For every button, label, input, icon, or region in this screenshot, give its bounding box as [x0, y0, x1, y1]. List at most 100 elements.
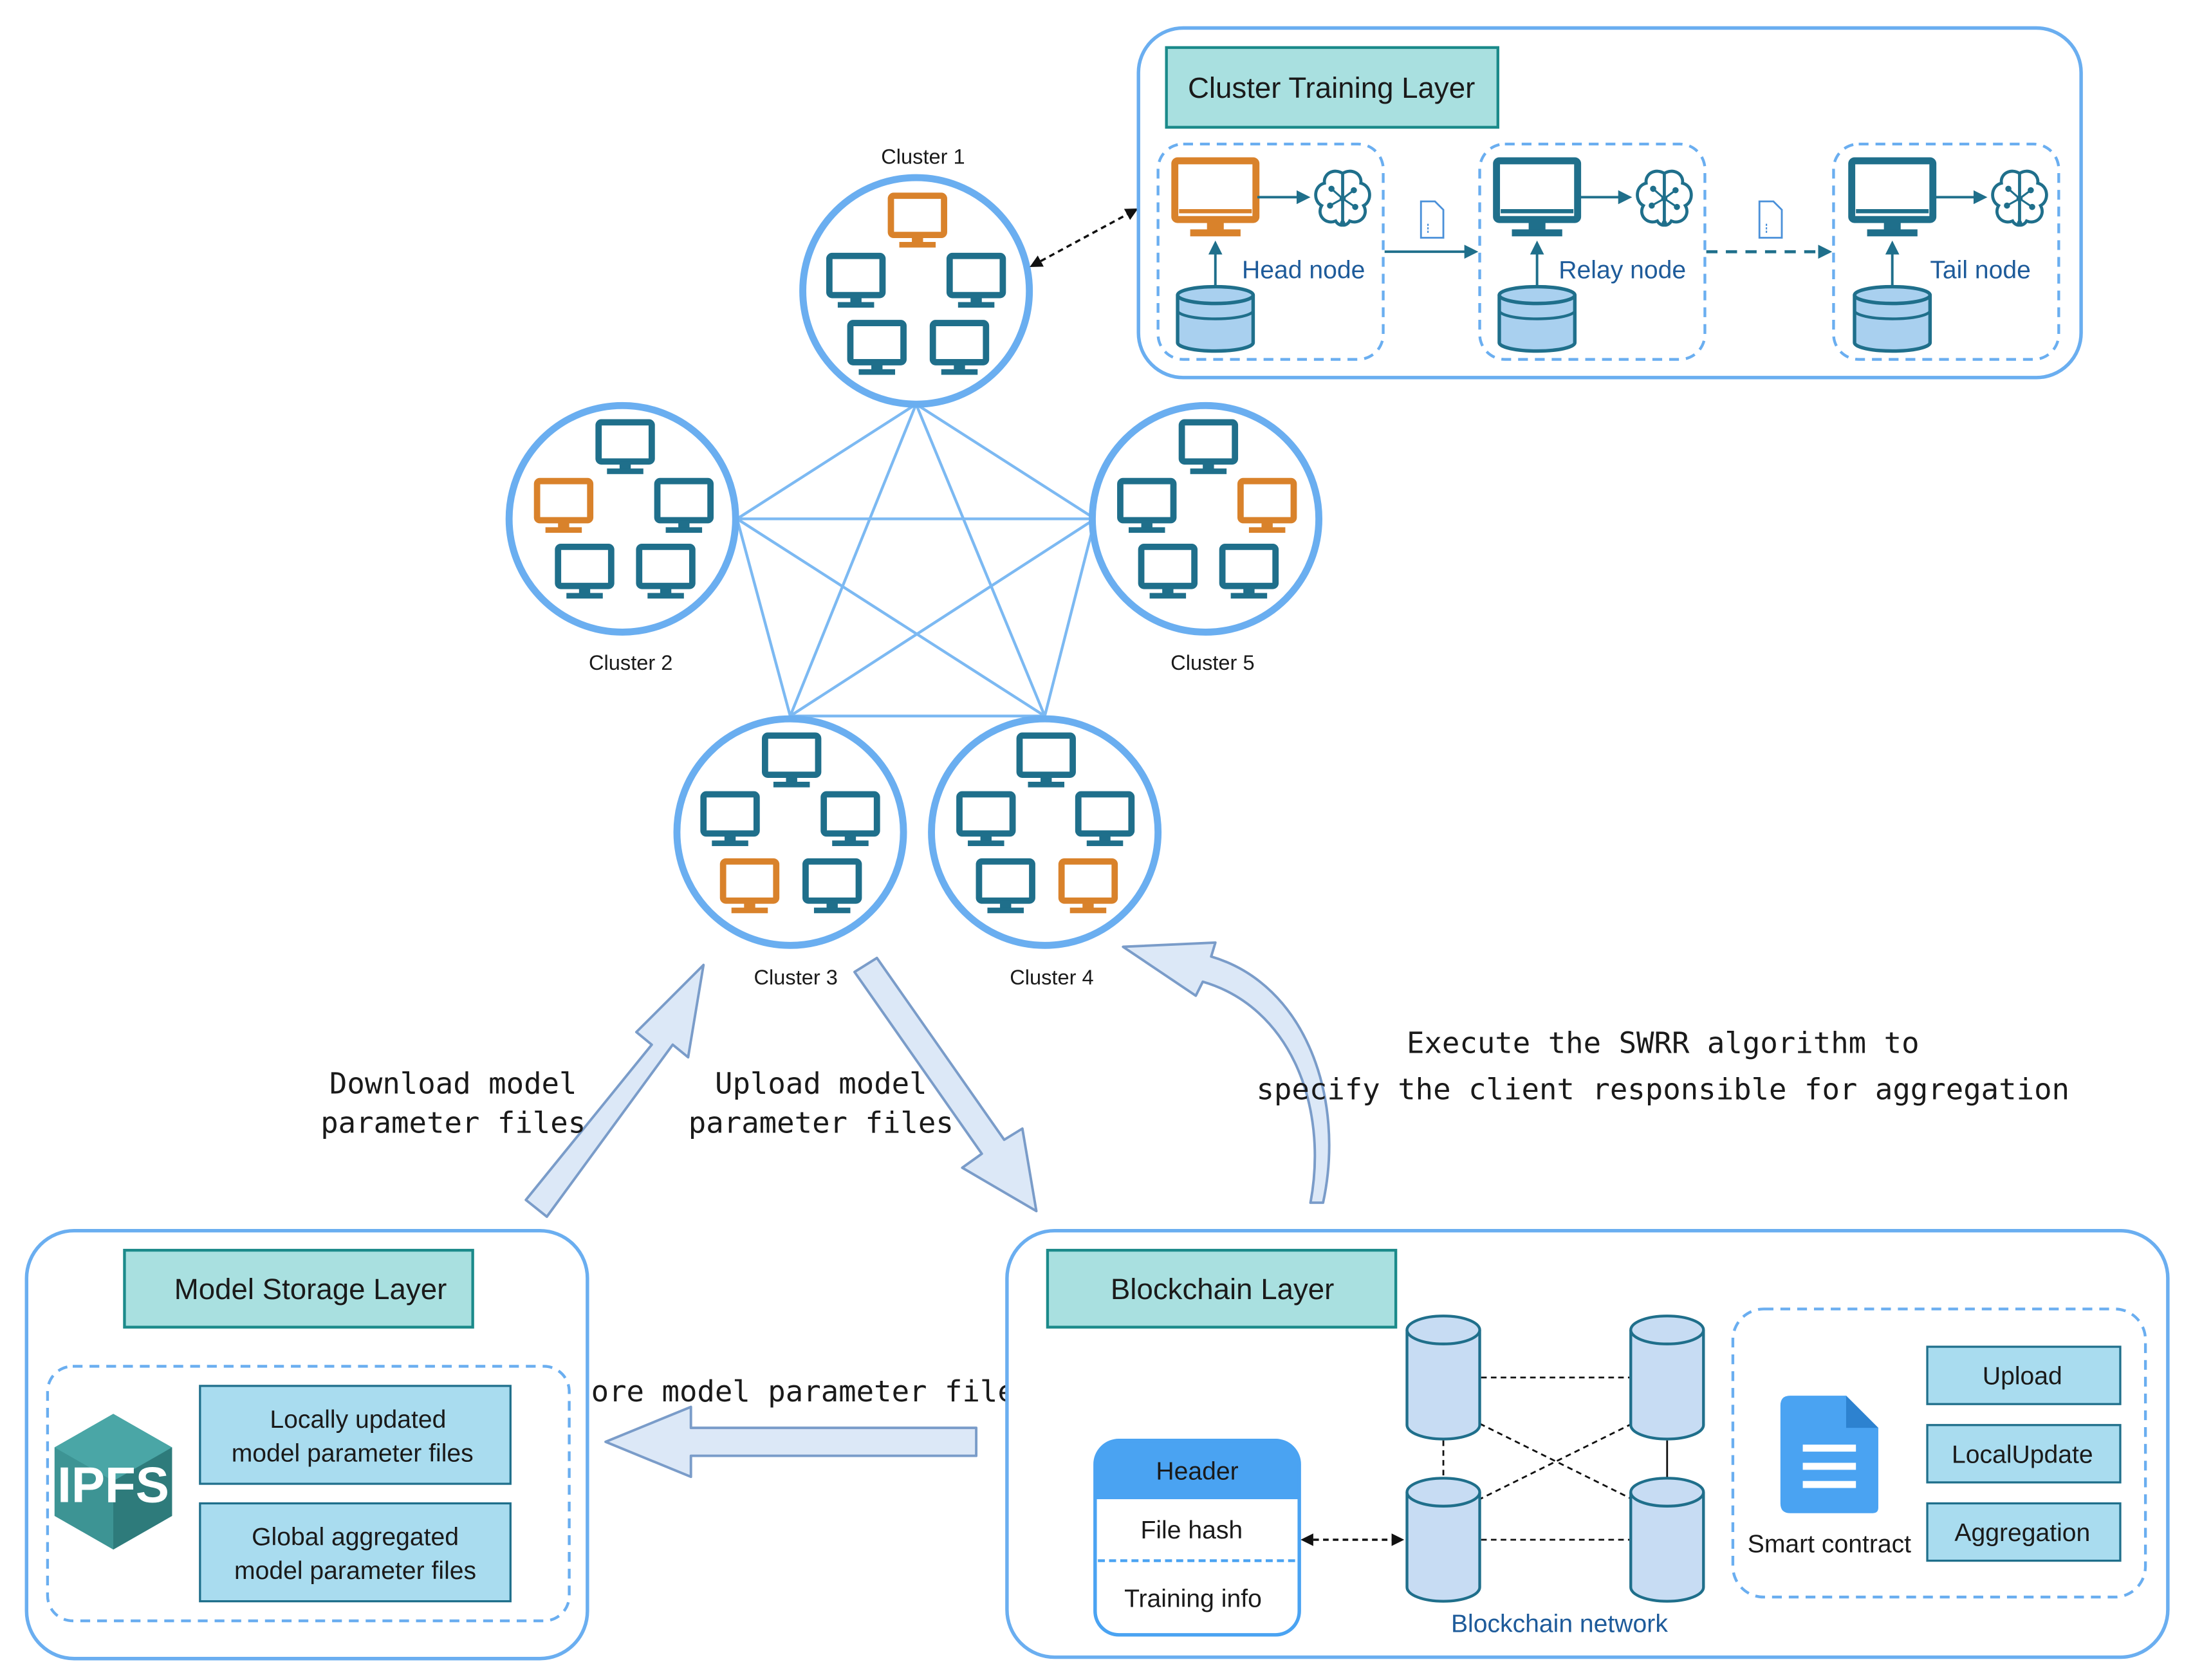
head-node-monitor-icon	[1171, 157, 1260, 237]
global-params-box	[199, 1502, 512, 1603]
contract-function-upload: Upload	[1926, 1345, 2122, 1405]
client-monitor-icon	[555, 543, 615, 599]
client-monitor-icon	[929, 320, 990, 375]
swrr-label-line1: Execute the SWRR algorithm to	[1407, 1026, 1920, 1060]
head-client-monitor-icon	[1058, 858, 1118, 914]
cluster-1-label: Cluster 1	[881, 144, 965, 168]
head-client-monitor-icon	[1237, 477, 1297, 533]
client-monitor-icon	[636, 543, 696, 599]
head-node-database-icon	[1176, 284, 1255, 353]
head-client-monitor-icon	[533, 477, 594, 533]
cluster-2-label: Cluster 2	[589, 651, 672, 674]
cluster-3-circle	[673, 715, 907, 949]
relay-node-box	[1478, 142, 1707, 361]
cluster-4-label: Cluster 4	[1010, 965, 1093, 989]
cluster-circles	[505, 174, 1323, 949]
client-monitor-icon	[1178, 419, 1239, 474]
cluster-2	[505, 402, 739, 636]
blockchain-layer-border	[1005, 1228, 2170, 1659]
cluster-4-circle	[928, 715, 1162, 949]
client-monitor-icon	[976, 858, 1035, 914]
upload-arrow	[853, 956, 1038, 1213]
blockchain-node-3-icon	[1405, 1477, 1481, 1603]
blockchain-layer-title: Blockchain Layer	[1111, 1273, 1334, 1306]
swrr-label-line2: specify the client responsible for aggre…	[1256, 1072, 2069, 1106]
local-params-line1: Locally updated	[270, 1406, 446, 1434]
cluster-5	[1089, 402, 1323, 636]
smart-contract-label: Smart contract	[1748, 1531, 1911, 1558]
block-file-hash: File hash	[1140, 1517, 1243, 1544]
client-monitor-icon	[1016, 732, 1076, 788]
client-monitor-icon	[1075, 791, 1135, 846]
upload-label-line2: parameter files	[689, 1106, 954, 1140]
swrr-arrow	[1122, 941, 1331, 1205]
download-label-line1: Download model	[329, 1067, 577, 1101]
client-monitor-icon	[956, 791, 1016, 846]
client-monitor-icon	[654, 477, 714, 533]
cluster-training-layer-title-box	[1165, 46, 1499, 129]
client-monitor-icon	[1138, 543, 1198, 599]
block-card: Header File hash Training info	[1093, 1438, 1301, 1637]
local-params-box	[199, 1385, 512, 1485]
contract-function-localupdate: LocalUpdate	[1926, 1424, 2122, 1484]
relay-node-database-icon	[1497, 284, 1577, 353]
relay-node-label: Relay node	[1559, 257, 1686, 284]
client-monitor-icon	[1117, 477, 1177, 533]
cluster-2-circle	[505, 402, 739, 636]
blockchain-layer: Blockchain Layer Header File hash Traini…	[1005, 1228, 2170, 1659]
contract-function-label: Aggregation	[1954, 1519, 2090, 1547]
block-training-info: Training info	[1124, 1585, 1262, 1612]
client-monitor-icon	[761, 732, 822, 788]
global-params-line2: model parameter files	[234, 1557, 476, 1585]
tail-node-monitor-icon	[1848, 157, 1937, 237]
blockchain-node-4-icon	[1629, 1477, 1705, 1603]
client-monitor-icon	[595, 419, 655, 474]
blockchain-network-links	[1442, 1376, 1669, 1541]
cluster-1	[799, 174, 1033, 408]
relay-node-model-brain-icon	[1636, 169, 1693, 227]
smart-contract-box	[1731, 1307, 2147, 1599]
model-storage-layer: Model Storage Layer IPFS Locally updated…	[24, 1228, 589, 1661]
client-monitor-icon	[820, 791, 880, 846]
blockchain-node-1-icon	[1405, 1315, 1481, 1441]
ipfs-logo: IPFS	[54, 1414, 172, 1550]
head-client-monitor-icon	[887, 192, 947, 248]
file-icon-2	[1758, 200, 1783, 239]
model-storage-inner-box	[46, 1365, 571, 1623]
tail-node-label: Tail node	[1930, 257, 2031, 284]
client-monitor-icon	[1219, 543, 1279, 599]
model-storage-layer-title: Model Storage Layer	[174, 1273, 447, 1306]
cluster-5-circle	[1089, 402, 1323, 636]
relay-node-monitor-icon	[1493, 157, 1582, 237]
head-node-label: Head node	[1242, 257, 1365, 284]
cluster-1-circle	[799, 174, 1033, 408]
tail-node-box	[1832, 142, 2060, 361]
contract-function-aggregation: Aggregation	[1926, 1502, 2122, 1562]
block-header: Header	[1156, 1458, 1238, 1486]
cluster-4	[928, 715, 1162, 949]
download-label-line2: parameter files	[320, 1106, 586, 1140]
tail-node-model-brain-icon	[1991, 169, 2048, 227]
cluster-5-label: Cluster 5	[1171, 651, 1254, 674]
blockchain-network-label: Blockchain network	[1451, 1610, 1668, 1638]
global-params-line1: Global aggregated	[252, 1524, 459, 1551]
model-storage-layer-title-box	[123, 1248, 474, 1329]
client-monitor-icon	[847, 320, 907, 375]
smart-contract-document-icon	[1780, 1396, 1878, 1513]
cluster-training-layer: Cluster Training Layer Head node Relay n…	[1136, 26, 2083, 380]
head-node-box	[1156, 142, 1385, 361]
training-node-icons	[1171, 157, 2048, 353]
contract-function-label: Upload	[1983, 1363, 2062, 1390]
blockchain-layer-title-box	[1046, 1248, 1398, 1329]
store-arrow	[604, 1405, 978, 1479]
upload-label-line1: Upload model	[715, 1067, 927, 1101]
cluster-3-label: Cluster 3	[754, 965, 837, 989]
blockchain-nodes	[1405, 1315, 1705, 1603]
head-client-monitor-icon	[719, 858, 780, 914]
cluster-training-layer-title: Cluster Training Layer	[1188, 71, 1475, 104]
cluster-mesh	[505, 174, 1323, 949]
client-monitor-icon	[700, 791, 760, 846]
